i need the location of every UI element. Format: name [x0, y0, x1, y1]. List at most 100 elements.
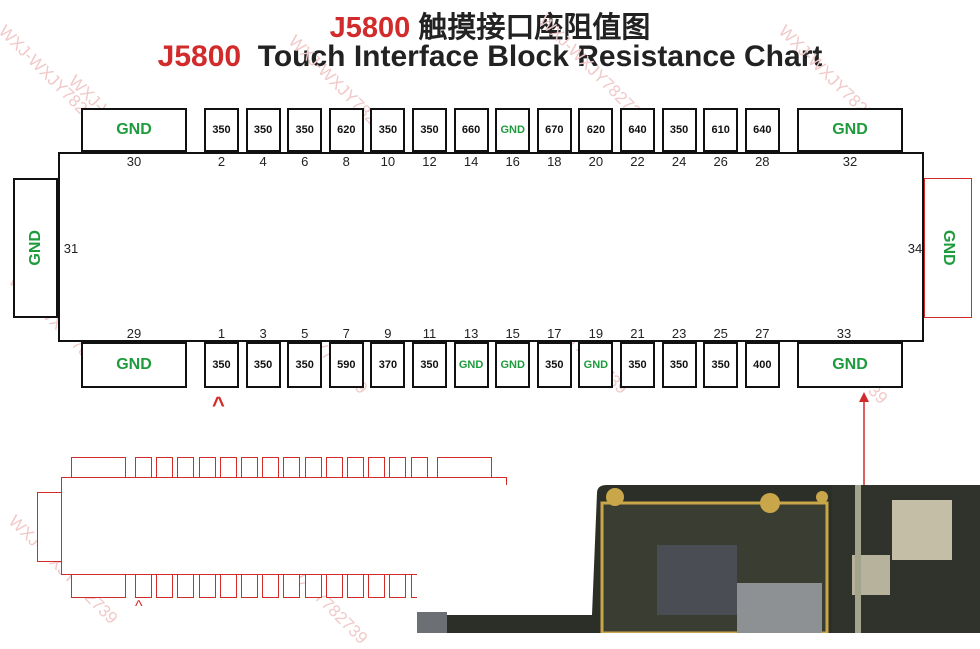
gnd-pad-bottom-right: GND — [797, 342, 903, 388]
pin-27-value: 400 — [744, 342, 780, 388]
title-cn-text: 触摸接口座阻值图 — [418, 12, 651, 44]
pin-16-value: GND — [495, 108, 531, 152]
title-en: J5800 Touch Interface Block Resistance C… — [0, 40, 980, 74]
pin-33-label: 33 — [836, 326, 852, 341]
mini-pin-top — [198, 457, 216, 478]
gnd-pad-bottom-left: GND — [81, 342, 187, 388]
pin-7-label: 7 — [342, 326, 350, 341]
pin-17-label: 17 — [547, 326, 562, 341]
mini-pin-top — [410, 457, 428, 478]
pin-20-value: 620 — [578, 108, 614, 152]
mini-pin-top — [156, 457, 174, 478]
mini-pin-bottom — [135, 574, 152, 598]
mini-pin-top — [262, 457, 280, 478]
connector-body — [58, 152, 924, 342]
pin-15-value: GND — [495, 342, 531, 388]
pin-18-label: 18 — [547, 154, 562, 169]
mini-pin-top — [325, 457, 343, 478]
gnd-pad-left-label: GND — [26, 230, 44, 266]
pin-5-value: 350 — [287, 342, 323, 388]
pin-29-label: 29 — [126, 326, 142, 341]
pin-3-label: 3 — [259, 326, 267, 341]
gnd-pad-top-left: GND — [81, 108, 187, 152]
pin-10-value: 350 — [370, 108, 406, 152]
mini-pin-bottom — [347, 574, 364, 598]
mini-pin-top — [389, 457, 407, 478]
pin-19-label: 19 — [588, 326, 604, 341]
pin-9-label: 9 — [384, 326, 392, 341]
pin-12-value: 350 — [412, 108, 447, 152]
pin-6-label: 6 — [301, 154, 309, 169]
gnd-pad-right: GND — [924, 178, 972, 318]
title-cn-part: J5800 — [329, 12, 411, 44]
pin-26-value: 610 — [703, 108, 739, 152]
pin-16-label: 16 — [505, 154, 520, 169]
gnd-pad-left: GND — [13, 178, 58, 318]
pin-21-value: 350 — [620, 342, 655, 388]
pin-14-label: 14 — [463, 154, 479, 169]
gnd-pad-right-label: GND — [940, 230, 957, 266]
pin-8-value: 620 — [328, 108, 364, 152]
pin-18-value: 670 — [536, 108, 572, 152]
pin-4-label: 4 — [259, 154, 267, 169]
pin-14-value: 660 — [453, 108, 489, 152]
mini-pin-bottom — [368, 574, 386, 598]
pin-13-label: 13 — [463, 326, 479, 341]
pin-26-label: 26 — [713, 154, 728, 169]
pin-8-label: 8 — [342, 154, 350, 169]
pin-7-value: 590 — [328, 342, 364, 388]
pin-25-value: 350 — [703, 342, 739, 388]
pin-24-value: 350 — [661, 108, 697, 152]
mini-pin-top — [347, 457, 364, 478]
mini-pin-bottom — [219, 574, 237, 598]
mini-pin-top — [135, 457, 152, 478]
pin-1-value: 350 — [204, 342, 239, 388]
pin-13-value: GND — [453, 342, 489, 388]
pin-4-value: 350 — [245, 108, 281, 152]
pin-31-label: 31 — [63, 241, 79, 256]
mini-pin-top — [304, 457, 322, 478]
mini-pin-top — [241, 457, 258, 478]
mini-pin-bottom — [283, 574, 301, 598]
board-photo — [417, 485, 980, 633]
pin-11-label: 11 — [422, 326, 437, 341]
pin-22-value: 640 — [620, 108, 655, 152]
pin-25-label: 25 — [713, 326, 728, 341]
pin1-caret-icon: ^ — [212, 392, 225, 417]
pin-15-label: 15 — [505, 326, 520, 341]
pin-28-value: 640 — [744, 108, 780, 152]
pin-19-value: GND — [578, 342, 614, 388]
mini-pin-bottom — [325, 574, 343, 598]
pin-23-value: 350 — [661, 342, 697, 388]
pin-30-label: 30 — [126, 154, 142, 169]
mini-pin-bottom — [198, 574, 216, 598]
mini-pin-bottom — [262, 574, 280, 598]
mini-pin1-caret-icon: ^ — [135, 598, 143, 615]
pin-2-value: 350 — [204, 108, 239, 152]
title-en-part: J5800 — [157, 40, 242, 73]
pin-34-label: 34 — [907, 241, 923, 256]
mini-pin-bottom — [304, 574, 322, 598]
pin-21-label: 21 — [630, 326, 645, 341]
mini-pin-top — [368, 457, 386, 478]
pin-12-label: 12 — [422, 154, 437, 169]
pin-11-value: 350 — [412, 342, 447, 388]
gnd-pad-top-right: GND — [797, 108, 903, 152]
mini-side-left — [37, 492, 62, 562]
pin-23-label: 23 — [671, 326, 687, 341]
title-cn: J5800 触摸接口座阻值图 — [0, 4, 980, 46]
pin-27-label: 27 — [755, 326, 770, 341]
mini-pin-top — [177, 457, 195, 478]
pin-22-label: 22 — [630, 154, 645, 169]
pin-32-label: 32 — [842, 154, 858, 169]
pin-28-label: 28 — [755, 154, 770, 169]
pin-2-label: 2 — [217, 154, 226, 169]
title-en-text: Touch Interface Block Resistance Chart — [257, 40, 823, 73]
mini-pin-bottom — [177, 574, 195, 598]
mini-pin-bottom — [241, 574, 258, 598]
mini-gnd-top-right — [437, 457, 492, 478]
mini-pin-bottom — [156, 574, 174, 598]
mini-pin-top — [219, 457, 237, 478]
pin-10-label: 10 — [380, 154, 396, 169]
pin-3-value: 350 — [245, 342, 281, 388]
